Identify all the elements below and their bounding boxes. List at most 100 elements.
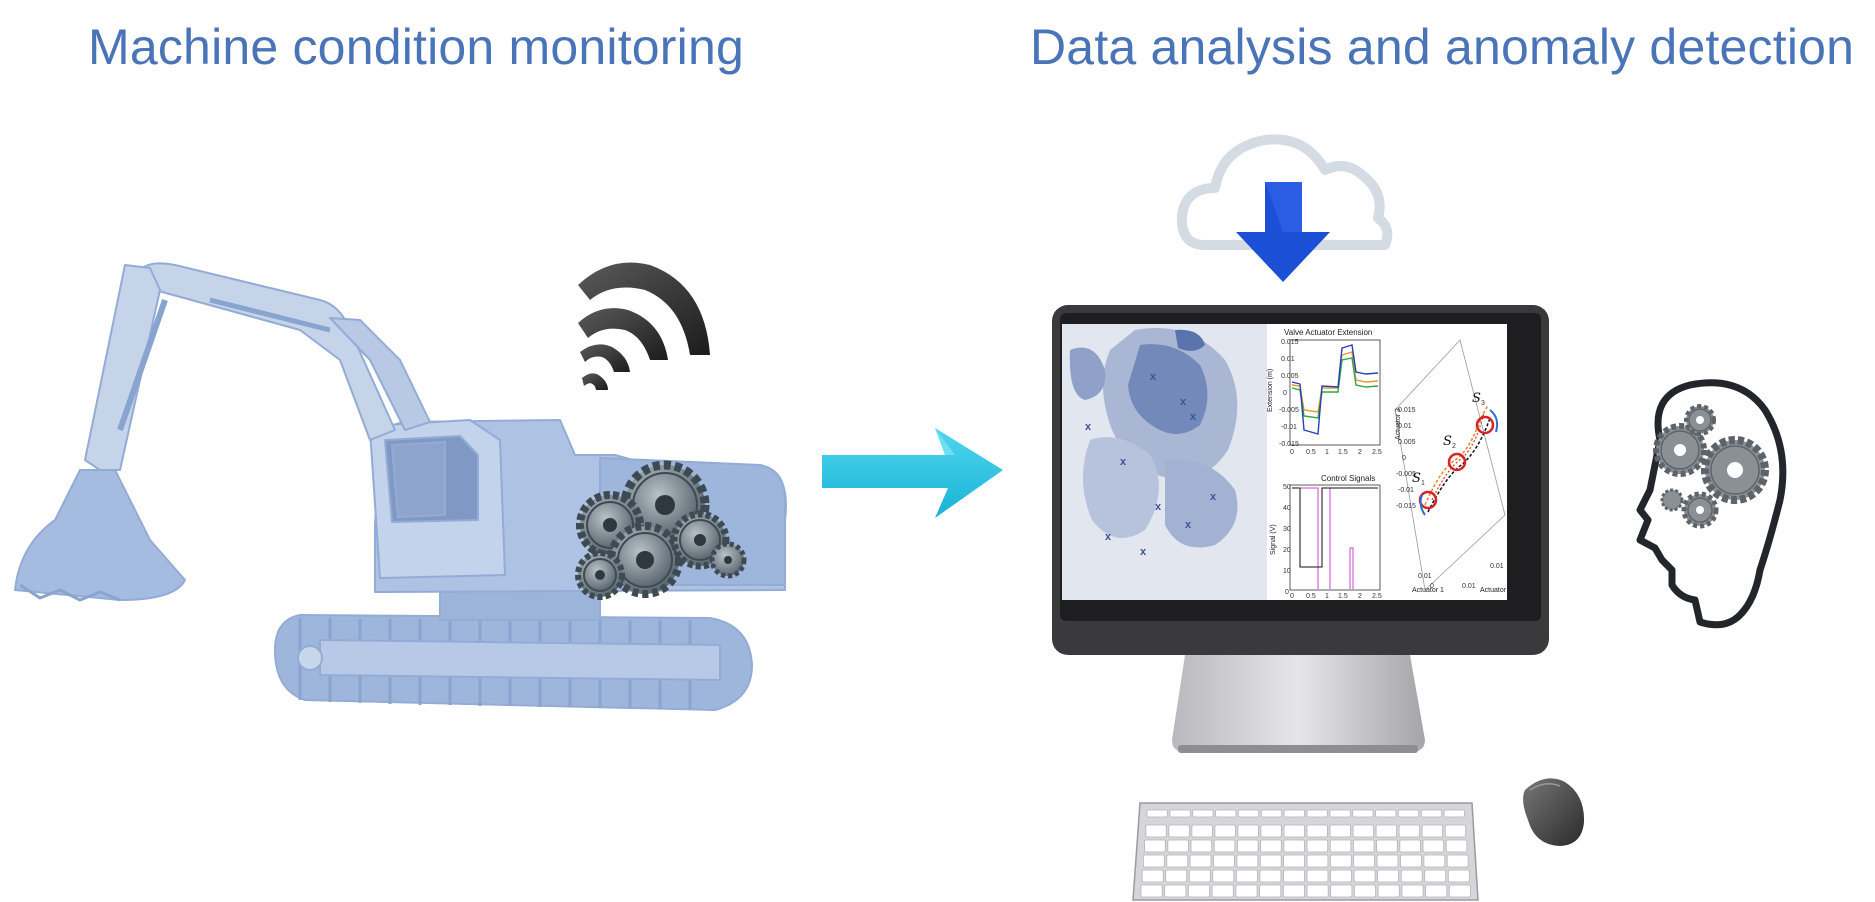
keyboard-key xyxy=(1260,824,1282,838)
keyboard-key xyxy=(1168,824,1190,838)
keyboard-key xyxy=(1145,824,1167,838)
plot1-xtick: 1 xyxy=(1325,449,1329,456)
plot2-xtick: 1.5 xyxy=(1338,593,1348,600)
keyboard-key xyxy=(1354,884,1377,898)
keyboard-key xyxy=(1164,884,1187,898)
keyboard-key xyxy=(1352,824,1374,838)
keyboard-key xyxy=(1283,854,1305,868)
keyboard-key xyxy=(1166,854,1189,868)
screen-scatter-map: xxx xxx xxx x xyxy=(1062,324,1267,600)
plot1-ytick: 0.005 xyxy=(1281,373,1299,380)
state-label-s2: S xyxy=(1443,434,1452,449)
keyboard-key xyxy=(1191,824,1213,838)
keyboard-key xyxy=(1398,824,1420,838)
svg-text:x: x xyxy=(1105,531,1112,543)
keyboard-key xyxy=(1329,824,1351,838)
keyboard-key xyxy=(1445,839,1468,853)
keyboard-key xyxy=(1330,869,1352,883)
plot2-ytick: 10 xyxy=(1283,568,1291,575)
plot2-ytick: 50 xyxy=(1283,484,1291,491)
plot2-ylabel: Signal (V) xyxy=(1270,524,1277,555)
keyboard-key xyxy=(1237,824,1259,838)
plot3-xtick: 0 xyxy=(1430,583,1434,590)
keyboard-key xyxy=(1169,809,1191,818)
keyboard-key xyxy=(1189,854,1212,868)
keyboard-key xyxy=(1400,869,1423,883)
keyboard-key xyxy=(1282,884,1305,898)
keyboard-key xyxy=(1188,869,1211,883)
screen-plot-state-trajectory: Actuator 3 0.015 0.01 0.005 0 -0.005 -0.… xyxy=(1394,339,1512,594)
keyboard-key xyxy=(1260,809,1283,818)
arrow-right-icon xyxy=(822,428,1003,518)
plot3-ytick: 0.005 xyxy=(1398,439,1416,446)
plot3-ytick: 0.015 xyxy=(1398,407,1416,414)
keyboard-key xyxy=(1188,884,1211,898)
keyboard-key xyxy=(1260,839,1282,853)
keyboard-key xyxy=(1192,809,1214,818)
plot2-title: Control Signals xyxy=(1321,474,1375,483)
keyboard-key xyxy=(1259,884,1282,898)
plot2-xtick: 2 xyxy=(1358,593,1362,600)
head-gears-icon xyxy=(1636,379,1787,629)
screen-plot-control-signals: Control Signals Signal (V) 50 40 30 20 1… xyxy=(1270,474,1382,600)
keyboard-key xyxy=(1399,839,1421,853)
keyboard-key xyxy=(1330,884,1353,898)
excavator-icon xyxy=(14,262,787,711)
wifi-signal-icon xyxy=(578,262,710,390)
svg-text:x: x xyxy=(1085,421,1092,433)
keyboard-key xyxy=(1425,884,1448,898)
plot3-xlabel-left: Actuator 1 xyxy=(1412,587,1444,594)
keyboard-key xyxy=(1214,824,1236,838)
title-machine-condition-monitoring: Machine condition monitoring xyxy=(88,19,744,75)
svg-text:x: x xyxy=(1180,396,1187,408)
plot2-ytick: 40 xyxy=(1283,505,1291,512)
keyboard-key xyxy=(1306,809,1328,818)
keyboard-key xyxy=(1422,839,1445,853)
keyboard-key xyxy=(1353,854,1375,868)
keyboard-key xyxy=(1444,824,1467,838)
svg-text:x: x xyxy=(1155,501,1162,513)
keyboard-key xyxy=(1140,884,1163,898)
keyboard-key xyxy=(1283,869,1305,883)
keyboard-key xyxy=(1259,854,1282,868)
plot1-title: Valve Actuator Extension xyxy=(1284,328,1372,337)
keyboard-key xyxy=(1306,824,1328,838)
keyboard-key xyxy=(1141,869,1164,883)
keyboard-key xyxy=(1212,869,1235,883)
cloud-download-icon xyxy=(1176,134,1393,282)
keyboard-key xyxy=(1236,854,1259,868)
plot3-xtick: 0.01 xyxy=(1418,573,1432,580)
keyboard-key xyxy=(1447,869,1470,883)
keyboard-key xyxy=(1306,884,1329,898)
plot2-ytick: 20 xyxy=(1283,547,1291,554)
plot3-xlabel-right: Actuator 2 xyxy=(1480,587,1512,594)
keyboard-key xyxy=(1283,839,1305,853)
keyboard-key xyxy=(1377,884,1400,898)
plot1-ytick: -0.01 xyxy=(1281,424,1297,431)
keyboard-key xyxy=(1165,869,1188,883)
keyboard-key xyxy=(1236,869,1258,883)
plot2-ytick: 30 xyxy=(1283,526,1291,533)
state-label-s3: S xyxy=(1472,391,1481,406)
plot2-ytick: 0 xyxy=(1285,589,1289,596)
svg-text:x: x xyxy=(1120,456,1127,468)
plot3-ytick: 0 xyxy=(1402,455,1406,462)
plot1-ylabel: Extension (m) xyxy=(1267,369,1274,412)
keyboard-key xyxy=(1215,809,1237,818)
keyboard-key xyxy=(1421,824,1443,838)
keyboard-key xyxy=(1329,839,1352,853)
plot3-ytick: 0.01 xyxy=(1398,423,1412,430)
keyboard-key xyxy=(1376,854,1399,868)
plot2-xtick: 1 xyxy=(1325,593,1329,600)
keyboard-key xyxy=(1423,854,1446,868)
gears-icon xyxy=(575,460,747,600)
keyboard-key xyxy=(1306,869,1329,883)
svg-text:x: x xyxy=(1140,546,1147,558)
keyboard-key xyxy=(1352,809,1374,818)
keyboard-key xyxy=(1190,839,1213,853)
keyboard-key xyxy=(1353,869,1376,883)
keyboard-key xyxy=(1330,854,1352,868)
state-label-s1: S xyxy=(1412,471,1421,486)
plot1-xtick: 0.5 xyxy=(1306,449,1316,456)
